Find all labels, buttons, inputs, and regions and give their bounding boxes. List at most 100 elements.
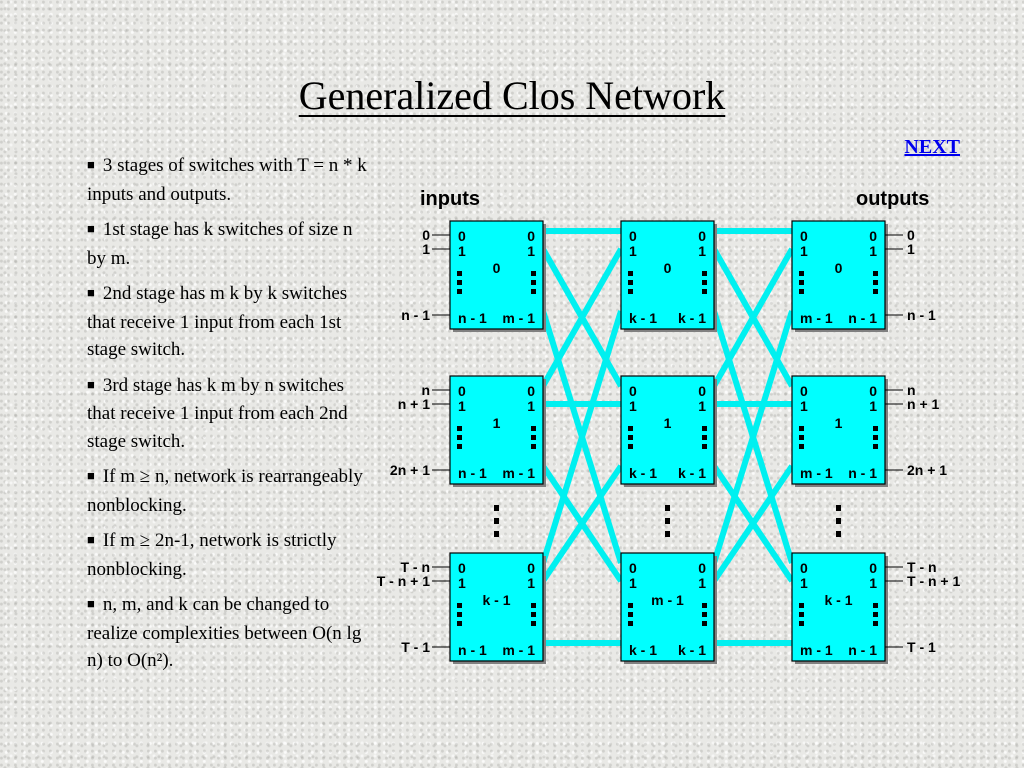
- next-link[interactable]: NEXT: [904, 136, 960, 158]
- stage-ellipsis-dot: [494, 518, 499, 524]
- switch-port-label: 0: [800, 383, 808, 399]
- input-port-label: 0: [422, 227, 430, 243]
- link-line: [711, 464, 795, 583]
- bullet-text: If m ≥ n, network is rearrangeably nonbl…: [87, 466, 363, 516]
- ellipsis-dot: [873, 621, 878, 626]
- link-line: [711, 310, 795, 564]
- switch-port-label: n - 1: [458, 465, 487, 481]
- switch-port-label: 1: [527, 398, 535, 414]
- bullet-text: 3 stages of switches with T = n * k inpu…: [87, 155, 367, 205]
- switch-port-label: 0: [629, 228, 637, 244]
- ellipsis-dot: [457, 621, 462, 626]
- switch-number: 1: [664, 415, 672, 431]
- ellipsis-dot: [799, 621, 804, 626]
- switch-port-label: k - 1: [629, 642, 657, 658]
- ellipsis-dot: [873, 426, 878, 431]
- bullet-text: 2nd stage has m k by k switches that rec…: [87, 283, 348, 360]
- switch-number: 0: [493, 260, 501, 276]
- ellipsis-dot: [702, 289, 707, 294]
- switch-port-label: m - 1: [502, 310, 535, 326]
- switch-port-label: 0: [629, 383, 637, 399]
- output-port-label: 1: [907, 241, 915, 257]
- switch-port-label: 1: [869, 575, 877, 591]
- input-port-label: n + 1: [398, 396, 431, 412]
- square-bullet-icon: ■: [87, 221, 95, 236]
- ellipsis-dot: [531, 603, 536, 608]
- switch-box: [791, 375, 886, 485]
- input-port-label: T - n: [400, 559, 430, 575]
- ellipsis-dot: [799, 612, 804, 617]
- switch-port-label: n - 1: [848, 642, 877, 658]
- switch-port-label: 0: [698, 228, 706, 244]
- stage-ellipsis-dot: [665, 505, 670, 511]
- ellipsis-dot: [873, 603, 878, 608]
- switch-port-label: 1: [698, 398, 706, 414]
- switch-number: 1: [835, 415, 843, 431]
- ellipsis-dot: [531, 621, 536, 626]
- switch-port-label: 0: [527, 228, 535, 244]
- input-port-label: 1: [422, 241, 430, 257]
- input-port-label: 2n + 1: [390, 462, 430, 478]
- output-port-label: T - n + 1: [907, 573, 961, 589]
- switch-port-label: 0: [869, 383, 877, 399]
- stage-ellipsis-dot: [836, 518, 841, 524]
- switch-port-label: 0: [698, 560, 706, 576]
- switch-box: [620, 220, 715, 330]
- switch-port-label: k - 1: [629, 310, 657, 326]
- ellipsis-dot: [457, 271, 462, 276]
- stage-ellipsis-dot: [494, 505, 499, 511]
- switch-port-label: m - 1: [800, 310, 833, 326]
- switch-port-label: 1: [629, 398, 637, 414]
- switch-port-label: 0: [458, 560, 466, 576]
- switch-port-label: 0: [698, 383, 706, 399]
- stage-ellipsis-dot: [665, 531, 670, 537]
- switch-number: 0: [664, 260, 672, 276]
- ellipsis-dot: [702, 271, 707, 276]
- input-port-label: T - n + 1: [377, 573, 431, 589]
- output-port-label: n + 1: [907, 396, 940, 412]
- ellipsis-dot: [873, 280, 878, 285]
- switch-number: m - 1: [651, 592, 684, 608]
- bullet-item: ■2nd stage has m k by k switches that re…: [87, 280, 372, 364]
- switch-port-label: m - 1: [502, 642, 535, 658]
- switch-box: [449, 220, 544, 330]
- bullet-text: 3rd stage has k m by n switches that rec…: [87, 374, 348, 452]
- square-bullet-icon: ■: [87, 468, 95, 483]
- switch-port-label: 0: [629, 560, 637, 576]
- switch-port-label: 0: [458, 383, 466, 399]
- switch-port-label: 1: [458, 575, 466, 591]
- switch-port-label: n - 1: [458, 310, 487, 326]
- ellipsis-dot: [702, 280, 707, 285]
- bullet-item: ■If m ≥ 2n-1, network is strictly nonblo…: [87, 527, 372, 583]
- ellipsis-dot: [873, 612, 878, 617]
- switch-port-label: 1: [698, 243, 706, 259]
- ellipsis-dot: [457, 289, 462, 294]
- switch-number: k - 1: [824, 592, 852, 608]
- switch-port-label: 1: [698, 575, 706, 591]
- stage-ellipsis-dot: [665, 518, 670, 524]
- square-bullet-icon: ■: [87, 376, 95, 392]
- ellipsis-dot: [628, 271, 633, 276]
- switch-port-label: 1: [800, 243, 808, 259]
- ellipsis-dot: [873, 271, 878, 276]
- ellipsis-dot: [628, 435, 633, 440]
- ellipsis-dot: [702, 426, 707, 431]
- input-port-label: T - 1: [401, 639, 430, 655]
- ellipsis-dot: [628, 426, 633, 431]
- switch-port-label: 1: [629, 575, 637, 591]
- switch-port-label: m - 1: [800, 642, 833, 658]
- switch-port-label: 0: [527, 383, 535, 399]
- ellipsis-dot: [531, 435, 536, 440]
- link-line: [711, 247, 795, 388]
- stage-ellipsis-dot: [494, 531, 499, 537]
- switch-port-label: n - 1: [848, 465, 877, 481]
- ellipsis-dot: [799, 426, 804, 431]
- ellipsis-dot: [873, 289, 878, 294]
- switch-port-label: m - 1: [502, 465, 535, 481]
- ellipsis-dot: [457, 612, 462, 617]
